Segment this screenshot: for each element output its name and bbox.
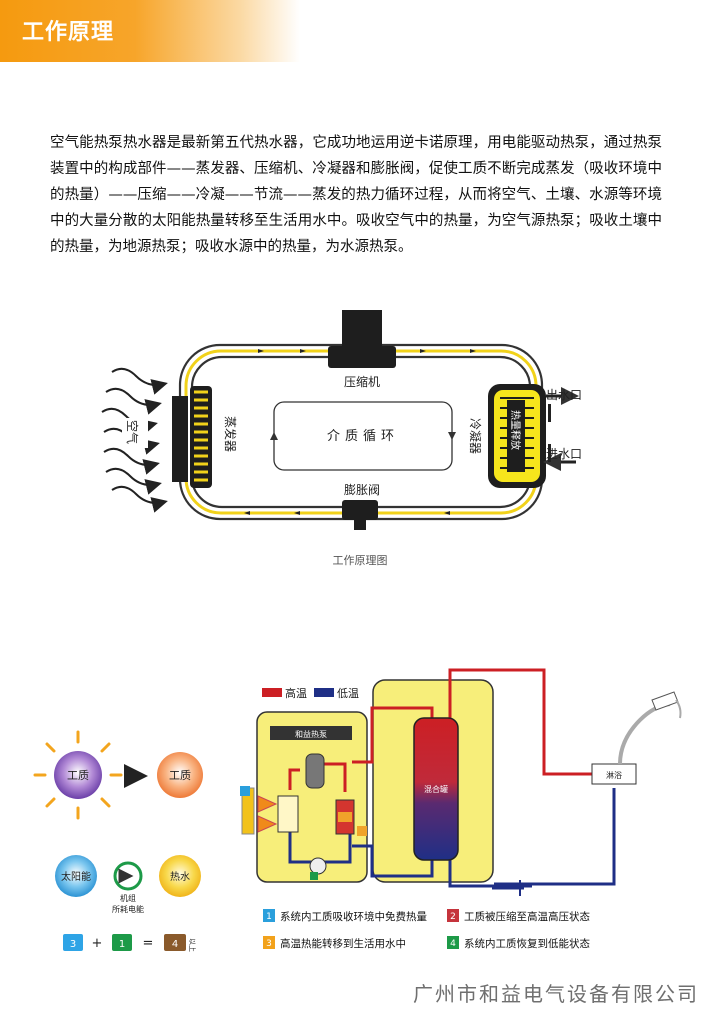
hot-water-circle xyxy=(159,855,201,897)
medium-label-1: 工质 xyxy=(67,769,89,782)
medium-circle-low xyxy=(54,751,102,799)
legend-high-label: 高温 xyxy=(285,686,307,700)
company-footer: 广州市和益电气设备有限公司 xyxy=(413,982,699,1006)
mixing-tank xyxy=(413,717,459,861)
eq-suffix: 以上 xyxy=(188,938,197,952)
eq-a: 3 xyxy=(70,939,76,950)
step-2-text: 工质被压缩至高温高压状态 xyxy=(464,910,590,923)
condenser-block xyxy=(488,384,546,488)
step-list: 1 系统内工质吸收环境中免费热量 2 工质被压缩至高温高压状态 3 高温热能转移… xyxy=(263,909,590,950)
medium-circle-high xyxy=(157,752,203,798)
evaporator-label: 蒸发器 xyxy=(223,416,238,452)
solar-circle xyxy=(55,855,97,897)
intro-paragraph: 空气能热泵热水器是最新第五代热水器，它成功地运用逆卡诺原理，用电能驱动热泵，通过… xyxy=(50,135,662,255)
page-title: 工作原理 xyxy=(22,20,115,45)
brand-label: 和益热泵 xyxy=(295,729,327,739)
medium-label-2: 工质 xyxy=(169,769,191,782)
evaporator-block xyxy=(172,386,212,488)
water-in-label: 进水口 xyxy=(546,447,582,461)
step-1-num: 1 xyxy=(266,912,272,922)
legend-low-label: 低温 xyxy=(337,687,359,700)
legend-high-swatch xyxy=(262,688,282,697)
heat-release-label: 热量释放 xyxy=(509,410,522,450)
step-3-num: 3 xyxy=(266,939,272,949)
machine-power-line2: 所耗电能 xyxy=(112,904,144,914)
eq-b: 1 xyxy=(119,939,125,950)
cycle-label: 介质循环 xyxy=(327,429,399,444)
step-4-num: 4 xyxy=(450,939,456,949)
step-4-text: 系统内工质恢复到低能状态 xyxy=(464,937,590,950)
eq-c: 4 xyxy=(172,939,178,950)
shower-label: 淋浴 xyxy=(606,770,622,780)
heat-pump-cycle-diagram: 压缩机 蒸发器 空气 热量释放 冷凝器 xyxy=(101,310,582,567)
eq-plus: + xyxy=(92,936,103,951)
hot-water-label: 热水 xyxy=(170,870,190,883)
air-label: 空气 xyxy=(125,420,140,444)
water-out-label: 出水口 xyxy=(546,388,582,402)
solar-label: 太阳能 xyxy=(61,870,91,883)
machine-power-line1: 机组 xyxy=(120,893,136,903)
heat-pump-unit xyxy=(256,711,368,883)
energy-icons: 工质 工质 太阳能 机组 所耗电能 热水 3 + 1 = 4 以上 xyxy=(33,730,203,952)
shower-box xyxy=(591,763,637,785)
header-band xyxy=(0,0,300,62)
expansion-valve-block xyxy=(342,500,378,520)
step-2-num: 2 xyxy=(450,912,456,922)
diagram1-caption: 工作原理图 xyxy=(333,554,388,567)
condenser-label: 冷凝器 xyxy=(468,418,483,454)
step-3-text: 高温热能转移到生活用水中 xyxy=(280,937,406,950)
legend-low-swatch xyxy=(314,688,334,697)
compressor-label: 压缩机 xyxy=(344,374,380,389)
expansion-valve-label: 膨胀阀 xyxy=(344,483,380,497)
step-1-text: 系统内工质吸收环境中免费热量 xyxy=(280,910,427,923)
system-diagram: 高温 低温 和益热泵 xyxy=(240,668,682,950)
eq-equals: = xyxy=(143,936,154,951)
tank-label: 混合罐 xyxy=(424,784,448,794)
